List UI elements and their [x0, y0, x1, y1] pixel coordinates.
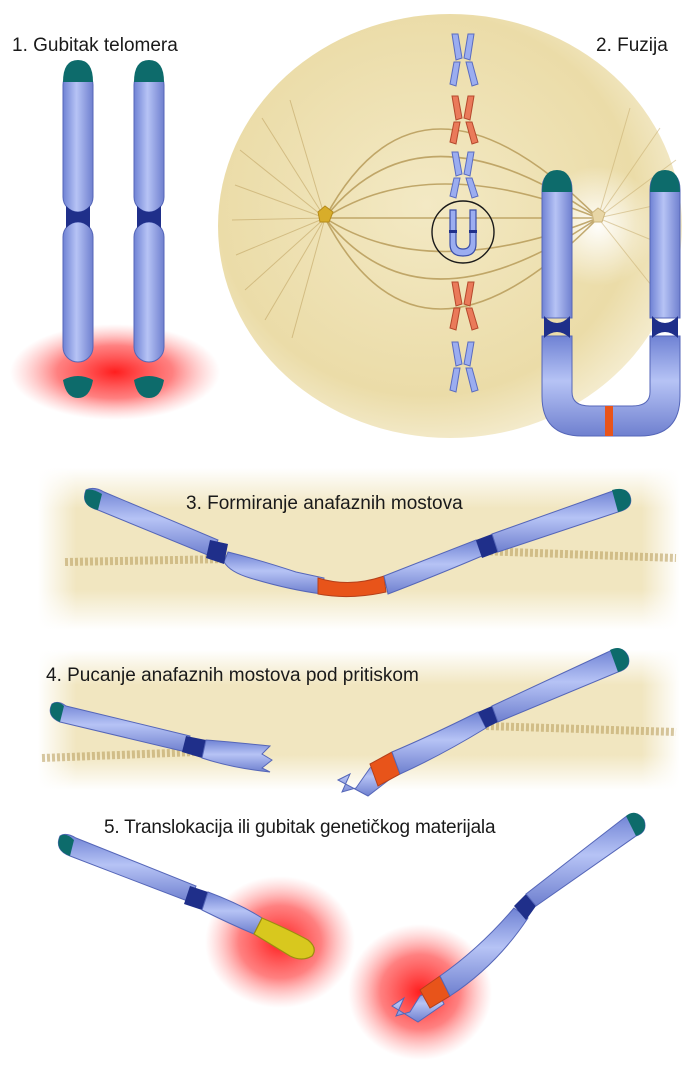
telomere-loss-panel: [10, 60, 220, 420]
damage-glow: [10, 324, 220, 420]
chromosome-right: [134, 60, 164, 398]
translocation-panel: [58, 813, 645, 1060]
chromosome-left: [63, 60, 93, 398]
damage-glow: [348, 924, 492, 1060]
metaphase-cell: [218, 14, 682, 438]
step-3-label: 3. Formiranje anafaznih mostova: [186, 494, 463, 513]
step-4-label: 4. Pucanje anafaznih mostova pod pritisk…: [46, 666, 419, 685]
step-1-label: 1. Gubitak telomera: [12, 36, 178, 55]
step-2-label: 2. Fuzija: [596, 36, 668, 55]
step-5-label: 5. Translokacija ili gubitak genetičkog …: [104, 818, 495, 837]
